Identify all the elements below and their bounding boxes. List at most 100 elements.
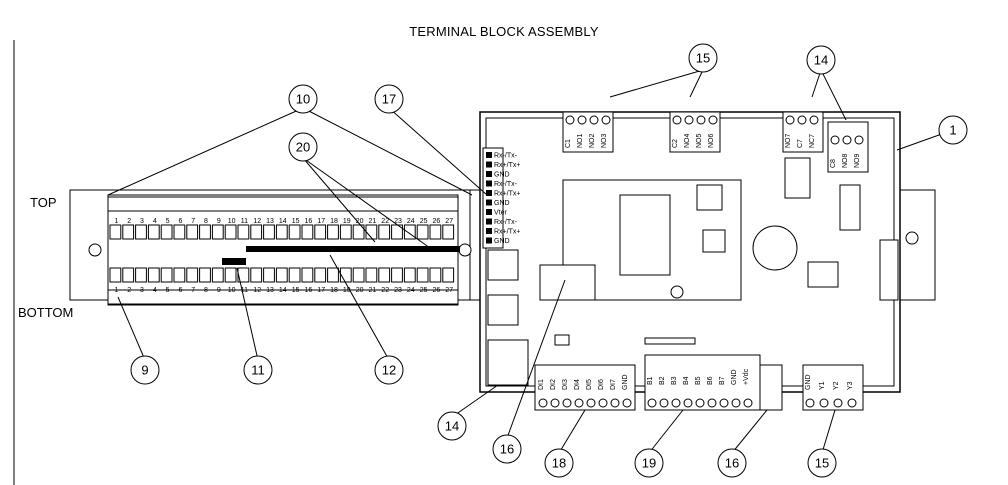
- pin-label: Y2: [833, 381, 840, 390]
- terminal-number-bottom: 22: [381, 287, 389, 294]
- pin-label: Y3: [847, 381, 854, 390]
- callout-12: 12: [374, 355, 404, 385]
- callout-10: 10: [288, 84, 318, 114]
- comm-pin-label: GND: [494, 200, 510, 207]
- terminal-lower: [109, 267, 122, 283]
- comm-pin: [486, 190, 492, 196]
- terminal-lower: [288, 267, 301, 283]
- terminal-upper: [416, 224, 429, 240]
- comm-pin: [486, 237, 492, 244]
- screw-terminal: [550, 398, 560, 408]
- callout-16: 16: [717, 448, 747, 478]
- terminal-number-top: 24: [407, 218, 415, 225]
- svg-text:11: 11: [251, 363, 265, 378]
- terminal-number-top: 13: [266, 218, 274, 225]
- terminal-number-bottom: 24: [407, 287, 415, 294]
- svg-text:16: 16: [725, 456, 739, 471]
- pin-label: DI4: [574, 379, 581, 390]
- terminal-number-top: 4: [153, 218, 157, 225]
- terminal-upper: [339, 224, 352, 240]
- terminal-lower: [199, 267, 211, 283]
- terminal-lower: [160, 267, 173, 283]
- terminal-number-top: 3: [140, 218, 144, 225]
- terminal-upper: [301, 224, 314, 240]
- pin-label: NO2: [589, 134, 596, 149]
- terminal-number-bottom: 11: [241, 287, 248, 294]
- terminal-number-bottom: 17: [317, 287, 325, 294]
- pin-label: +Vdc: [743, 368, 750, 385]
- pin-label: NO7: [785, 134, 792, 149]
- comm-pin: [486, 171, 492, 177]
- pin-label: NO6: [708, 134, 715, 149]
- pin-label: B3: [671, 376, 678, 385]
- comm-pin: [486, 209, 492, 215]
- pin-label: DI1: [538, 379, 545, 390]
- svg-text:16: 16: [500, 442, 514, 457]
- pin-label: B2: [659, 376, 666, 385]
- terminal-number-bottom: 9: [217, 287, 221, 294]
- terminal-number-bottom: 8: [204, 287, 208, 294]
- screw-terminal: [622, 398, 632, 408]
- comm-pin: [486, 199, 492, 206]
- terminal-lower: [429, 267, 442, 283]
- screw-terminal: [683, 398, 693, 408]
- screw-terminal: [731, 398, 741, 408]
- terminal-number-top: 2: [127, 218, 131, 225]
- callout-15: 15: [688, 43, 718, 73]
- pin-label: NO4: [684, 134, 691, 149]
- svg-text:10: 10: [296, 92, 310, 107]
- terminal-number-bottom: 21: [369, 287, 377, 294]
- terminal-number-bottom: 26: [433, 287, 441, 294]
- screw-terminal: [809, 115, 819, 125]
- bottom-label: BOTTOM: [18, 305, 74, 320]
- comm-pin-label: GND: [494, 172, 510, 179]
- terminal-number-top: 27: [445, 218, 453, 225]
- terminal-lower: [352, 267, 365, 283]
- screw-terminal: [586, 398, 596, 408]
- callout-15: 15: [807, 448, 837, 478]
- svg-text:12: 12: [382, 363, 396, 378]
- svg-text:14: 14: [445, 419, 459, 434]
- diagram-title: TERMINAL BLOCK ASSEMBLY: [409, 24, 599, 39]
- screw-terminal: [708, 115, 718, 125]
- screw-terminal: [830, 135, 840, 145]
- top-label: TOP: [30, 195, 57, 210]
- screw-terminal: [672, 115, 682, 125]
- terminal-number-top: 9: [217, 218, 221, 225]
- pin-label: C8: [830, 159, 837, 168]
- svg-text:9: 9: [141, 363, 148, 378]
- screw-terminal: [598, 398, 608, 408]
- terminal-upper: [147, 224, 160, 240]
- pin-label: GND: [731, 369, 738, 385]
- terminal-number-bottom: 19: [343, 287, 351, 294]
- terminal-number-top: 16: [305, 218, 313, 225]
- terminal-lower: [211, 267, 224, 283]
- connector-comm: Rx-/Tx-Rx+/Tx+GNDRx-/Tx-Rx+/Tx+GNDVterRx…: [482, 147, 520, 249]
- screw-terminal: [743, 398, 753, 408]
- callout-19: 19: [634, 448, 664, 478]
- terminal-number-bottom: 7: [191, 287, 195, 294]
- terminal-number-bottom: 2: [127, 287, 131, 294]
- terminal-number-bottom: 18: [330, 287, 338, 294]
- pin-label: Y1: [819, 381, 826, 390]
- terminal-lower: [173, 267, 186, 283]
- comm-pin-label: GND: [494, 238, 510, 245]
- callout-16: 16: [492, 434, 522, 464]
- pin-label: DI6: [598, 379, 605, 390]
- connector-16-bottom: [759, 364, 783, 411]
- terminal-number-bottom: 6: [178, 287, 182, 294]
- terminal-upper: [211, 224, 224, 240]
- terminal-upper: [352, 224, 365, 240]
- terminal-upper: [327, 224, 339, 240]
- callout-14: 14: [437, 411, 467, 441]
- screw-terminal: [797, 115, 807, 125]
- terminal-number-bottom: 15: [292, 287, 300, 294]
- terminal-lower: [147, 267, 160, 283]
- comm-pin-label: Rx+/Tx+: [494, 162, 520, 169]
- screw-terminal: [601, 115, 611, 125]
